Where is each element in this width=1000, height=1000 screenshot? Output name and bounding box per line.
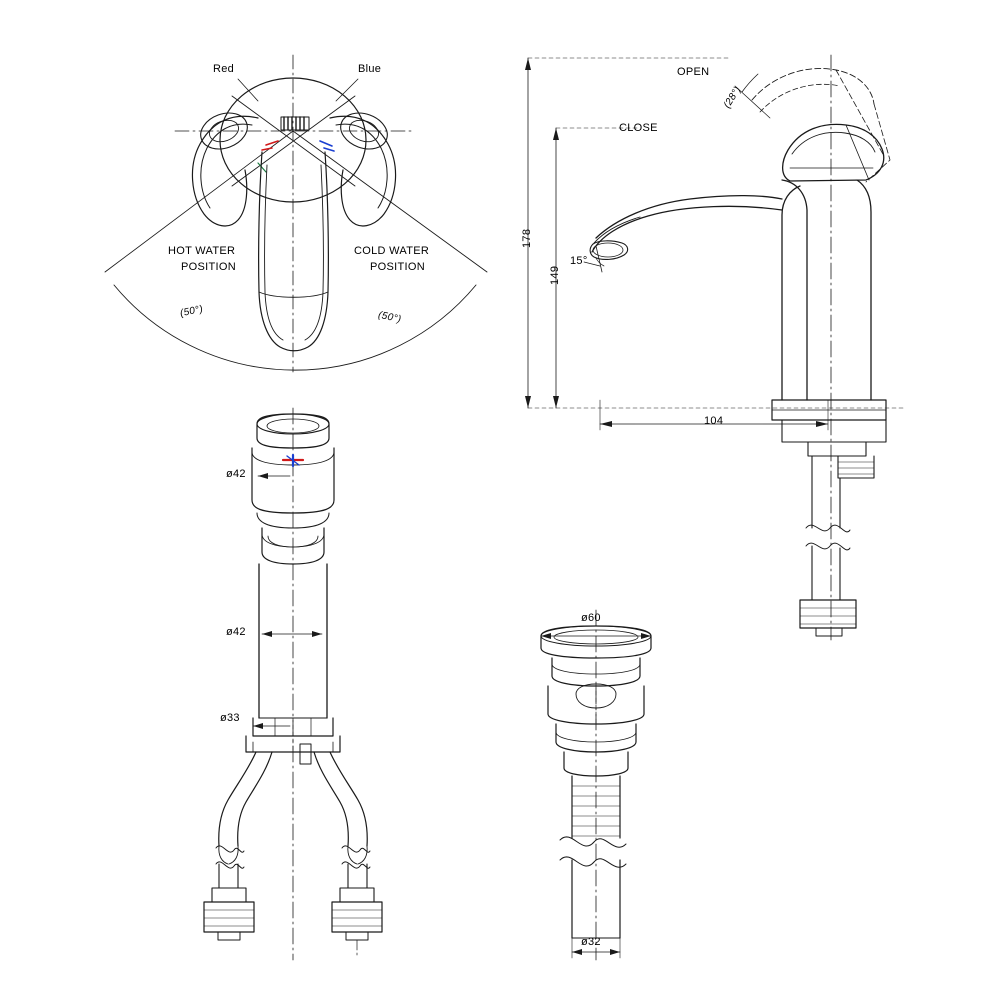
label-open: OPEN: [677, 66, 710, 78]
top-view-group: [104, 54, 488, 373]
label-red: Red: [213, 63, 235, 75]
side-view-group: [525, 54, 906, 641]
dimension-height-178: 178: [521, 228, 533, 248]
front-view-group: [203, 407, 383, 961]
dimension-diameter-33: ø33: [220, 712, 240, 724]
label-blue: Blue: [358, 63, 382, 75]
dimension-height-149: 149: [549, 265, 561, 285]
dimension-diameter-32: ø32: [581, 936, 601, 948]
waste-view-group: [540, 609, 652, 961]
dimension-diameter-60: ø60: [581, 612, 601, 624]
dimension-reach-104: 104: [704, 415, 724, 427]
label-close: CLOSE: [619, 122, 658, 134]
label-cold-water-position: POSITION: [370, 261, 425, 273]
label-cold-water: COLD WATER: [354, 245, 430, 257]
dimension-diameter-42-mid: ø42: [226, 626, 246, 638]
dimension-diameter-42-top: ø42: [226, 468, 246, 480]
label-spout-angle-15: 15°: [570, 255, 588, 267]
label-hot-water-position: POSITION: [181, 261, 236, 273]
label-hot-water: HOT WATER: [168, 245, 236, 257]
